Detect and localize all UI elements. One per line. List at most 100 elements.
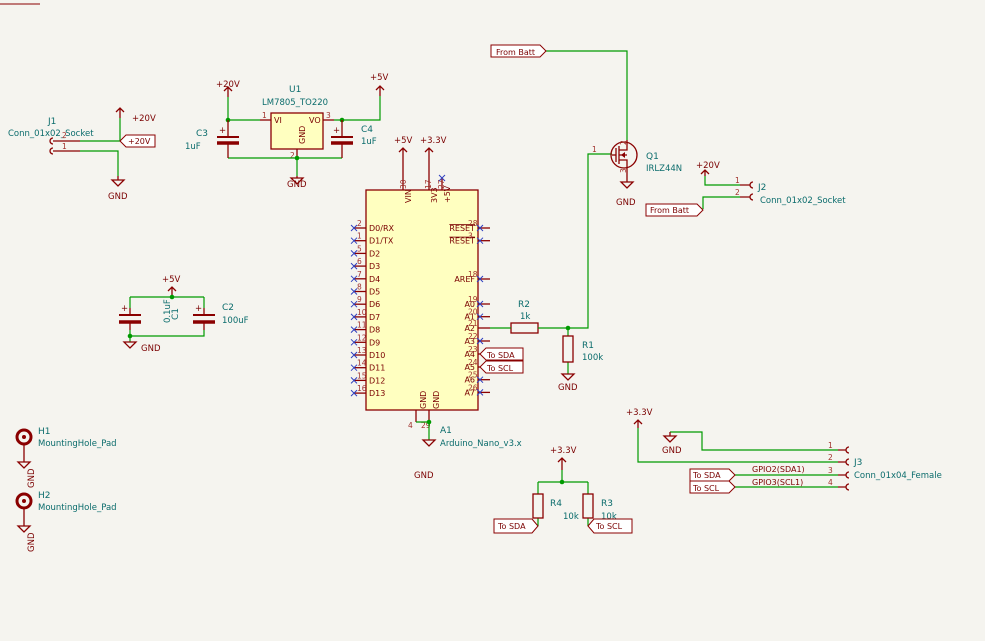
power-33v-pullup-text: +3.3V: [550, 446, 577, 456]
wire-u1-vin: [227, 97, 260, 121]
power-33v-j3: +3.3V: [626, 408, 653, 428]
a1-pin-name: D3: [369, 262, 380, 271]
h2-value: MountingHole_Pad: [38, 503, 117, 513]
u1-gnd-label: GND: [298, 126, 307, 144]
a1-pin29: 29: [421, 421, 431, 430]
a1-vin-label: VIN: [404, 189, 413, 203]
a1-pin-number: 15: [357, 371, 367, 380]
c2-ref: C2: [222, 303, 234, 313]
r4-sda-text: To SDA: [497, 522, 526, 531]
mounting-hole-h2[interactable]: H2 MountingHole_Pad GND: [15, 491, 117, 552]
arduino-nano-a1[interactable]: A1 Arduino_Nano_v3.x 2D0/RX1D1/TX5D26D37…: [350, 174, 522, 449]
c1-value: 0.1uF: [163, 299, 173, 323]
no-connect-mark: [476, 275, 484, 283]
a1-pin30: 30: [399, 179, 408, 189]
no-connect-mark: [350, 237, 358, 245]
power-20v-j2-text: +20V: [696, 161, 720, 171]
c4-ref: C4: [361, 125, 373, 135]
a1-pin-name: A7: [464, 388, 475, 397]
a1-pin-number: 20: [468, 308, 478, 317]
a1-5v-label: +5V: [443, 185, 452, 203]
a1-pin-number: 12: [357, 333, 367, 342]
a1-pin-number: 5: [357, 244, 362, 253]
a1-pin-name: D7: [369, 313, 380, 322]
resistor-r3[interactable]: R3 10k: [582, 493, 617, 522]
wire-gate: [490, 153, 612, 329]
r2-ref: R2: [518, 300, 530, 310]
u1-pin1: 1: [262, 111, 267, 120]
net-label-r4-sda: To SDA: [493, 518, 539, 534]
mosfet-q1[interactable]: Q1 IRLZ44N 1 2 3: [592, 140, 682, 174]
a1-pin-number: 14: [357, 359, 367, 368]
net-label-20v-flag: +20V: [119, 134, 156, 148]
a1-left-pin: 8D5: [350, 283, 380, 297]
connector-j2[interactable]: J2 Conn_01x02_Socket 1 2: [735, 176, 846, 206]
a1-value: Arduino_Nano_v3.x: [440, 439, 522, 449]
capacitor-c3[interactable]: C3 1uF +: [185, 120, 239, 158]
h1-ref: H1: [38, 427, 51, 437]
gnd-c1-text: GND: [141, 344, 161, 354]
a1-pin-name: A6: [464, 376, 475, 385]
connector-j3[interactable]: J3 Conn_01x04_Female 1 2 3 4: [828, 441, 942, 491]
gnd-symbol-j1: GND: [108, 176, 128, 202]
no-connect-mark: [350, 288, 358, 295]
svg-text:+: +: [121, 304, 128, 314]
j3-value: Conn_01x04_Female: [854, 471, 942, 481]
capacitor-c1[interactable]: C1 0.1uF +: [119, 299, 181, 330]
regulator-u1[interactable]: U1 LM7805_TO220 VI VO GND 1 3 2: [260, 85, 334, 160]
capacitor-c2[interactable]: C2 100uF +: [193, 303, 249, 330]
a1-pin-name: D6: [369, 300, 380, 309]
connector-j1[interactable]: J1 Conn_01x02_Socket 2 1: [8, 117, 94, 155]
a1-pin-name: D13: [369, 389, 385, 398]
resistor-r1[interactable]: R1 100k: [562, 335, 603, 363]
j2-pin2: 2: [735, 188, 740, 197]
a1-ref: A1: [440, 426, 452, 436]
j3-sda-text: To SDA: [692, 471, 721, 480]
no-connect-mark: [476, 376, 484, 384]
a1-pin-number: 23: [468, 345, 478, 354]
capacitor-c4[interactable]: C4 1uF +: [331, 120, 377, 158]
r4-ref: R4: [550, 499, 562, 509]
power-20v-u1: +20V: [216, 80, 240, 97]
net-label-j3-sda: To SDA: [689, 468, 736, 482]
gnd-r1-text: GND: [558, 383, 578, 393]
j1-value: Conn_01x02_Socket: [8, 129, 94, 139]
a1-pin-name: A1: [464, 313, 475, 322]
no-connect-mark: [350, 300, 358, 308]
no-connect-mark: [350, 377, 358, 384]
a5-scl-text: To SCL: [486, 364, 514, 373]
a1-pin-number: 7: [357, 270, 362, 279]
a1-pin-name: D0/RX: [369, 224, 395, 233]
mounting-hole-h1[interactable]: H1 MountingHole_Pad GND: [15, 427, 117, 488]
no-connect-mark: [476, 224, 484, 232]
j3-ref: J3: [853, 458, 862, 468]
resistor-r4[interactable]: R4 10k: [532, 493, 579, 522]
q1-pin1: 1: [592, 145, 597, 154]
j2-pin1: 1: [735, 176, 740, 185]
power-20v-j1: +20V: [115, 107, 156, 124]
c4-value: 1uF: [361, 137, 377, 147]
power-20v-u1-text: +20V: [216, 80, 240, 90]
gnd-u1-text: GND: [287, 180, 307, 190]
a1-pin-number: 25: [468, 371, 478, 380]
resistor-r2[interactable]: R2 1k: [510, 300, 539, 334]
junction-c1-bottom: [127, 333, 133, 339]
a1-pin-name: A4: [464, 350, 475, 359]
a1-gnd2-label: GND: [432, 391, 441, 409]
wire-j2-pin1: [704, 176, 740, 186]
junction-a1-gnd: [426, 419, 432, 425]
a1-pin-name: A0: [464, 300, 475, 309]
net-label-j3-scl: To SCL: [689, 480, 736, 494]
a1-pin-name: D11: [369, 364, 385, 373]
wire-j2-pin2: [702, 196, 740, 209]
a1-pin-number: 13: [357, 346, 367, 355]
a1-pin-name: A3: [464, 337, 475, 346]
u1-value: LM7805_TO220: [262, 98, 328, 108]
